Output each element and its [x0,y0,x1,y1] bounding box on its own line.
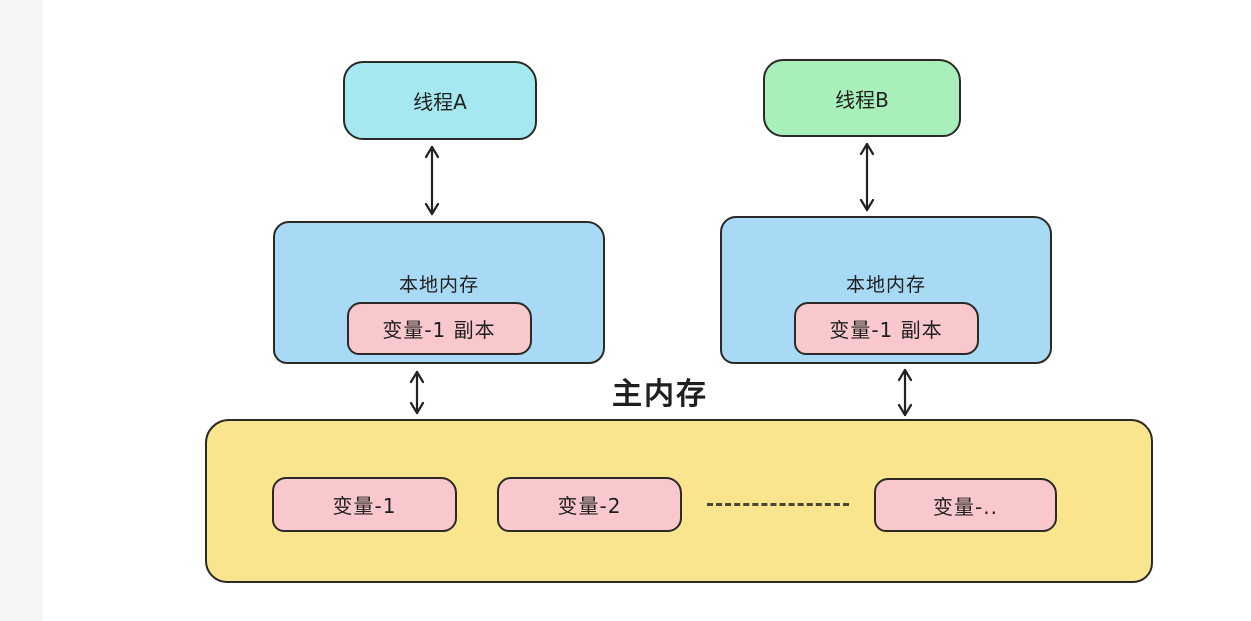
local-memory-b-box: 本地内存 变量-1 副本 [720,216,1052,364]
left-gutter [0,0,42,621]
ellipsis-dashed-line [707,503,849,506]
thread-b-label: 线程B [835,87,889,112]
variable-n-box: 变量-.. [874,478,1057,532]
arrow-local-memory-b-main-memory [897,368,913,417]
local-memory-a-label: 本地内存 [398,274,479,296]
local-memory-b-label: 本地内存 [845,274,926,296]
variable-1-label: 变量-1 [332,494,397,518]
variable-1-copy-b-label: 变量-1 副本 [829,318,943,342]
variable-1-copy-b-box: 变量-1 副本 [793,302,979,355]
variable-n-label: 变量-.. [933,494,998,519]
arrow-thread-a-local-memory-a [424,145,440,216]
main-memory-box: 变量-1 变量-2 变量-.. [205,419,1153,583]
variable-1-box: 变量-1 [272,477,457,532]
thread-a-label: 线程A [413,90,467,114]
thread-b-box: 线程B [763,59,961,137]
thread-a-box: 线程A [343,61,537,140]
arrow-local-memory-a-main-memory [409,370,425,415]
variable-1-copy-a-box: 变量-1 副本 [346,302,532,355]
main-memory-title: 主内存 [612,377,708,412]
arrow-thread-b-local-memory-b [859,142,875,212]
variable-1-copy-a-label: 变量-1 副本 [382,318,496,342]
variable-2-label: 变量-2 [557,494,622,518]
variable-2-box: 变量-2 [497,477,682,532]
local-memory-a-box: 本地内存 变量-1 副本 [273,221,605,364]
